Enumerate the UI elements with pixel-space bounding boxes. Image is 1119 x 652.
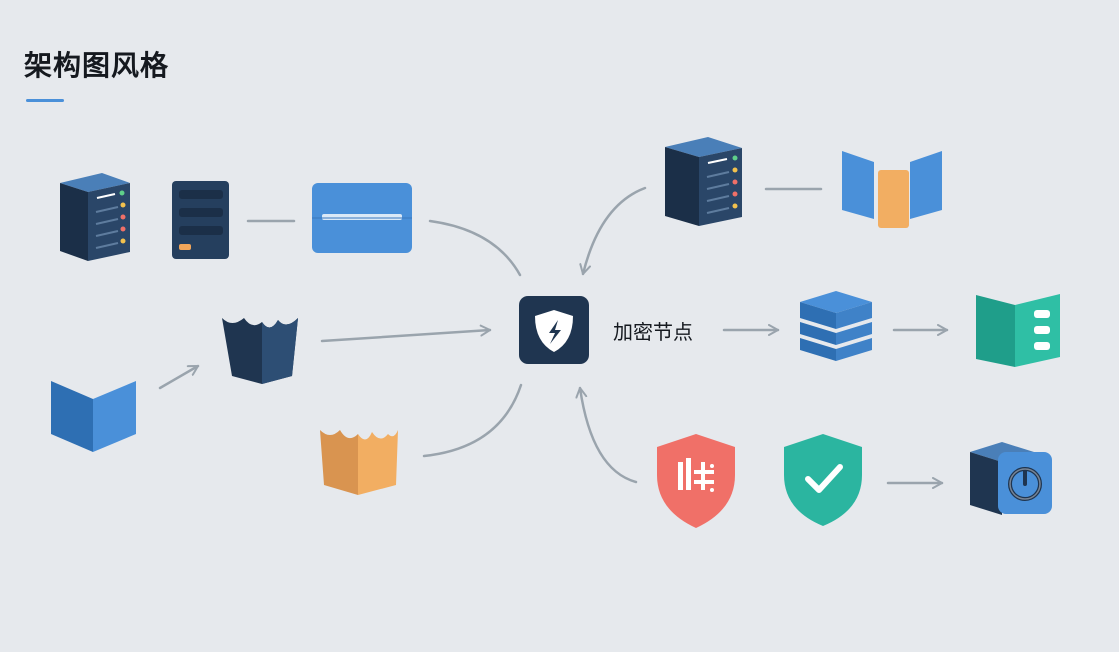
connector-server-to-center xyxy=(579,186,647,276)
open-book-icon xyxy=(51,381,136,452)
database-stack-icon xyxy=(799,291,873,361)
title-underline xyxy=(26,99,64,102)
check-shield-icon xyxy=(784,434,862,526)
connector-storage-to-center xyxy=(428,219,522,277)
connector-bucket-to-center xyxy=(320,324,492,343)
dark-bucket-icon xyxy=(222,318,298,384)
storage-bar-icon xyxy=(312,183,412,253)
server-panel-icon xyxy=(172,181,229,259)
connector-orange-to-center xyxy=(422,383,523,458)
teal-ledger-icon xyxy=(976,294,1060,367)
shield-lightning-icon[interactable] xyxy=(519,296,589,364)
connector-redshield-to-center xyxy=(575,386,638,484)
power-cube-icon xyxy=(970,442,1052,515)
connectors xyxy=(158,186,949,489)
encryption-node-label: 加密节点 xyxy=(613,320,693,344)
orange-bucket-icon xyxy=(320,430,398,495)
folder-block-icon xyxy=(842,151,942,228)
firewall-shield-icon xyxy=(657,434,735,528)
page-title: 架构图风格 xyxy=(24,49,170,82)
connector-book-to-bucket xyxy=(158,364,200,390)
server-tower-icon xyxy=(665,137,742,226)
server-tower-icon xyxy=(60,173,130,261)
